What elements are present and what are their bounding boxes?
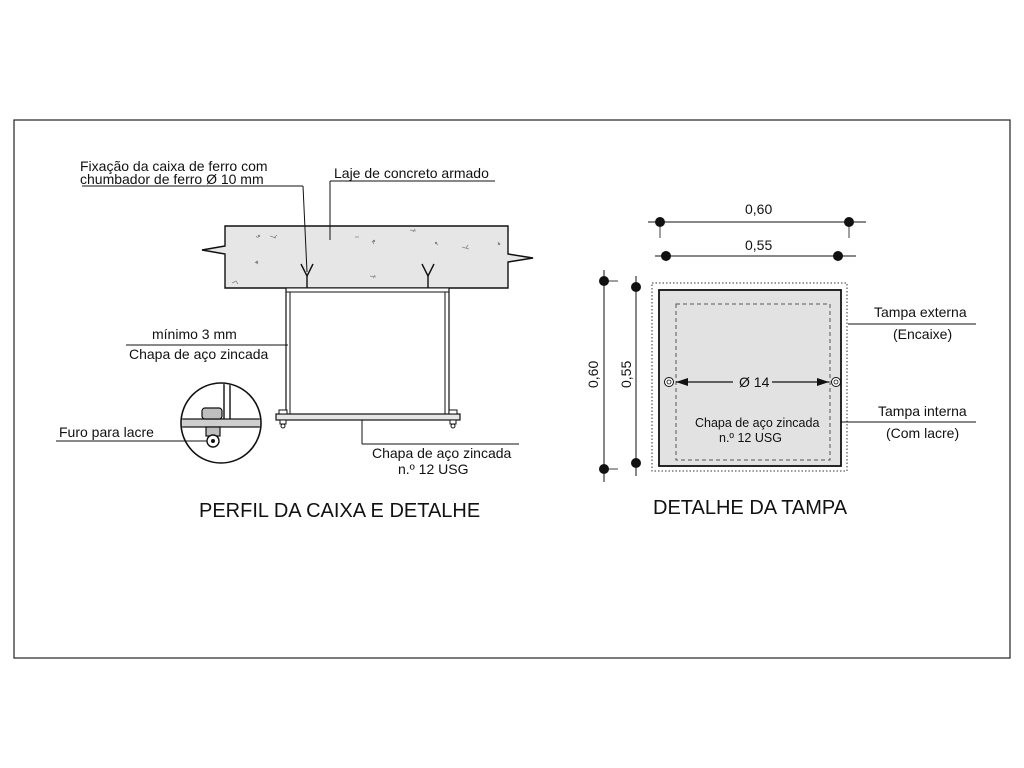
label-slab: Laje de concreto armado	[334, 165, 489, 181]
label-lid-sheet-line2: n.º 12 USG	[719, 431, 782, 445]
label-with-seal: (Com lacre)	[886, 425, 959, 441]
leader-lines-left	[56, 180, 519, 445]
title-profile: PERFIL DA CAIXA E DETALHE	[199, 500, 480, 522]
dim-inner-width-text: 0,55	[745, 237, 772, 253]
dimension-outer-width: 0,60	[648, 201, 866, 238]
drawing-frame	[13, 119, 1011, 659]
label-minimum: mínimo 3 mm	[152, 326, 237, 342]
label-bottom-sheet-line1: Chapa de aço zincada	[372, 445, 512, 461]
label-inner-lid: Tampa interna	[878, 403, 967, 419]
box-top-flange	[285, 287, 450, 293]
profile-drawing: Fixação da caixa de ferro com chumbador …	[56, 158, 534, 522]
label-lid-sheet-line1: Chapa de aço zincada	[695, 416, 819, 430]
dimension-inner-width: 0,55	[655, 237, 856, 261]
plate-bolt-right	[448, 409, 458, 429]
dim-outer-width-text: 0,60	[745, 201, 772, 217]
dim-outer-height-text: 0,60	[585, 361, 601, 388]
dim-hole-distance-text: Ø 14	[739, 374, 770, 390]
lid-drawing: 0,60 0,55 0,60 0,55	[585, 201, 976, 519]
lid-hole-right	[831, 377, 841, 387]
bottom-plate	[275, 413, 461, 421]
lid-hole-left	[664, 377, 674, 387]
concrete-texture	[231, 228, 501, 285]
label-bottom-sheet-line2: n.º 12 USG	[398, 461, 468, 477]
lid-plate	[658, 289, 842, 467]
leader-lines-right	[841, 323, 976, 423]
dimension-hole-distance: Ø 14	[676, 374, 829, 390]
label-fixation-line1: Fixação da caixa de ferro com	[80, 158, 268, 174]
dim-inner-height-text: 0,55	[618, 361, 634, 388]
dimension-outer-height: 0,60	[585, 270, 618, 482]
title-lid-detail: DETALHE DA TAMPA	[653, 497, 848, 519]
label-outer-lid: Tampa externa	[874, 304, 967, 320]
plate-bolt-left	[278, 409, 288, 429]
outer-lid-outline	[651, 282, 848, 472]
seal-hole-detail	[180, 382, 262, 464]
label-seal-hole: Furo para lacre	[59, 424, 154, 440]
label-fixation-line2: chumbador de ferro Ø 10 mm	[80, 171, 264, 187]
dimension-inner-height: 0,55	[618, 276, 641, 476]
label-side-sheet: Chapa de aço zincada	[129, 346, 269, 362]
label-fit: (Encaixe)	[893, 326, 952, 342]
concrete-slab	[201, 225, 534, 289]
